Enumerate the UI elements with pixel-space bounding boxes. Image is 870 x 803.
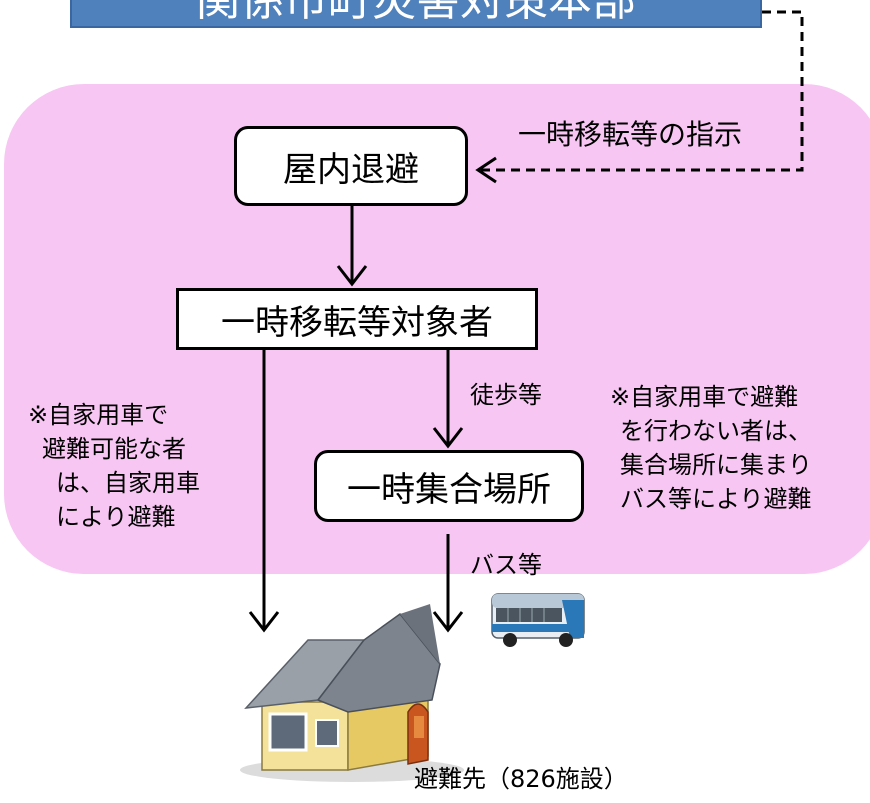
arrowhead-3	[248, 611, 280, 633]
note-right-line: 集合場所に集まり	[620, 451, 812, 479]
instruction-dashed-line	[478, 10, 804, 172]
label-destination: 避難先（826施設）	[414, 765, 628, 793]
house-icon	[240, 604, 464, 782]
note-left: ※自家用車で 避難可能な者 は、自家用車 により避難	[28, 398, 200, 534]
box-indoor-shelter: 屋内退避	[234, 126, 468, 206]
arrowhead-4	[432, 611, 464, 633]
note-left-line: により避難	[56, 503, 176, 531]
bus-icon	[491, 593, 585, 647]
note-left-line: 避難可能な者	[42, 435, 186, 463]
arrowhead-1	[336, 265, 368, 287]
headquarters-banner: 関係市町災害対策本部	[70, 0, 762, 28]
label-instruction: 一時移転等の指示	[518, 118, 743, 151]
note-left-line: ※自家用車で	[28, 401, 169, 429]
note-left-line: は、自家用車	[56, 469, 200, 497]
arrowhead-2	[432, 427, 464, 449]
note-right-line: バス等により避難	[620, 485, 812, 513]
note-right: ※自家用車で避難 を行わない者は、 集合場所に集まり バス等により避難	[610, 380, 812, 516]
label-bus: バス等	[470, 551, 542, 579]
note-right-line: を行わない者は、	[620, 417, 812, 445]
instruction-arrowhead	[475, 156, 497, 184]
box-relocation-targets: 一時移転等対象者	[176, 288, 538, 350]
note-right-line: ※自家用車で避難	[610, 383, 799, 411]
label-walk: 徒歩等	[470, 381, 542, 409]
box-assembly-point: 一時集合場所	[314, 450, 584, 522]
